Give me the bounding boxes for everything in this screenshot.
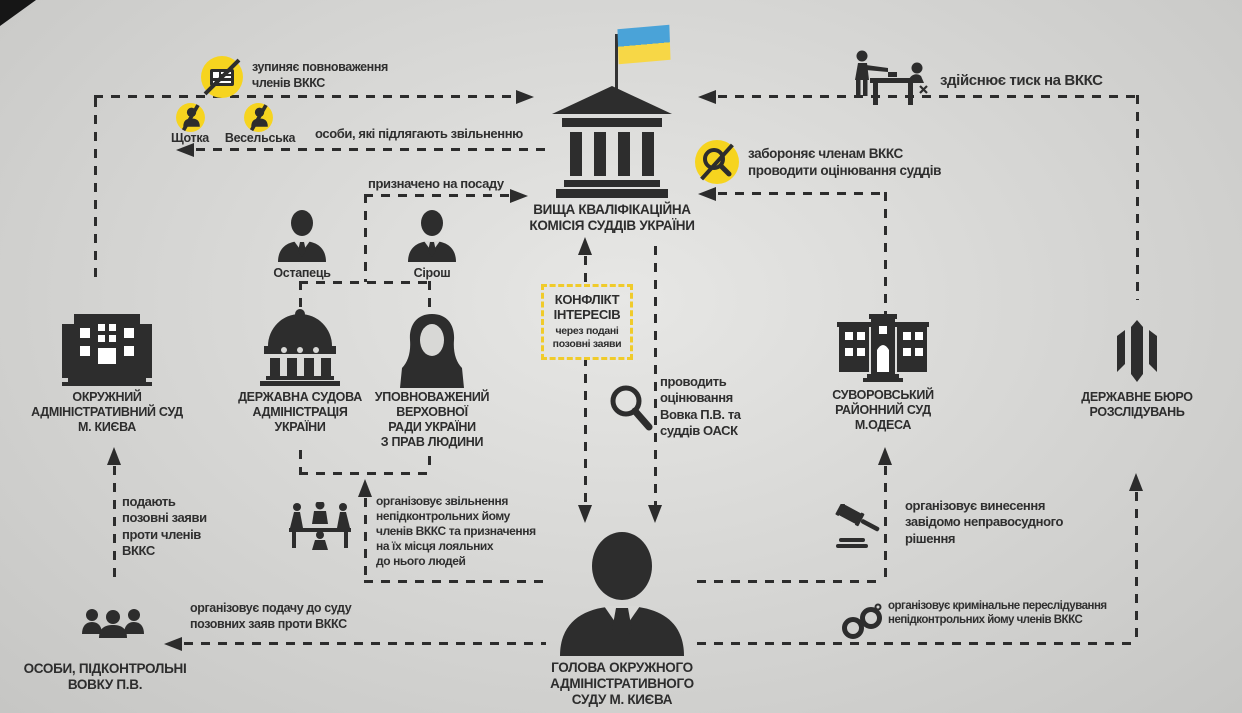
gavel-icon — [835, 504, 883, 550]
ostapets-label: Остапець — [273, 266, 331, 280]
meeting-table-icon — [287, 502, 353, 550]
organizes-ruling-note: організовує винесення завідомо неправосу… — [905, 498, 1064, 546]
sirosh-label: Сірош — [413, 266, 451, 280]
dashed-line — [584, 256, 587, 285]
veselska-label: Весельська — [224, 131, 296, 145]
file-claims-note: подають позовні заяви проти членів ВККС — [122, 494, 207, 558]
businessman-bust-icon — [274, 210, 330, 262]
dsa-label: ДЕРЖАВНА СУДОВА АДМІНІСТРАЦІЯ УКРАЇНИ — [238, 390, 362, 434]
suspends-powers-note: зупиняє повноваження членів ВККС — [252, 60, 388, 90]
interrogation-table-icon — [852, 50, 930, 108]
arrow-down-icon — [648, 505, 662, 523]
crossed-person-icon — [175, 102, 206, 133]
office-building-icon — [62, 314, 152, 386]
arrow-left-icon — [698, 90, 716, 104]
crossed-id-card-icon — [200, 55, 244, 99]
dbr-label: ДЕРЖАВНЕ БЮРО РОЗСЛІДУВАНЬ — [1081, 390, 1193, 419]
controlled-persons-label: ОСОБИ, ПІДКОНТРОЛЬНІ ВОВКУ П.В. — [23, 661, 187, 693]
dashed-line — [94, 98, 97, 278]
businessman-bust-icon — [404, 210, 460, 262]
arrow-up-icon — [107, 447, 121, 465]
dashed-line — [113, 466, 116, 585]
conflict-subtitle: через подані позовні заяви — [552, 325, 622, 350]
organizes-prosecution-note: організовує кримінальне переслідування н… — [888, 600, 1107, 627]
conflict-title: КОНФЛІКТ ІНТЕРЕСІВ — [553, 292, 621, 323]
dashed-line — [364, 194, 367, 282]
arrow-down-icon — [578, 505, 592, 523]
ombudsman-label: УПОВНОВАЖЕНИЙ ВЕРХОВНОЇ РАДИ УКРАЇНИ З П… — [374, 390, 490, 449]
forbids-note: забороняє членам ВККС проводити оцінюван… — [748, 146, 941, 178]
arrow-right-icon — [516, 90, 534, 104]
ukraine-flag-icon — [617, 24, 671, 65]
head-judge-label: ГОЛОВА ОКРУЖНОГО АДМІНІСТРАТИВНОГО СУДУ … — [550, 660, 694, 708]
dashed-line — [299, 472, 428, 475]
vkks-label: ВИЩА КВАЛІФІКАЦІЙНА КОМІСІЯ СУДДІВ УКРАЇ… — [529, 202, 695, 234]
dashed-line — [299, 281, 302, 307]
dashed-line — [299, 450, 302, 472]
woman-silhouette-icon — [398, 312, 466, 388]
dashed-line — [299, 281, 428, 284]
dashed-line — [364, 580, 546, 583]
crossed-magnifier-icon — [694, 139, 740, 185]
dashed-line — [718, 95, 1138, 98]
arrow-left-icon — [164, 637, 182, 651]
arrow-right-icon — [510, 189, 528, 203]
flagpole — [615, 34, 618, 92]
people-group-icon — [80, 606, 146, 648]
dashed-line — [884, 466, 887, 580]
persons-dismissal-note: особи, які підлягають звільненню — [315, 126, 523, 141]
dashed-line — [364, 194, 512, 197]
dashed-line — [364, 498, 367, 580]
dashed-line — [428, 456, 431, 472]
pressure-note: здійснює тиск на ВККС — [940, 72, 1103, 89]
dashed-line — [94, 95, 518, 98]
arrow-up-icon — [358, 479, 372, 497]
dashed-line — [718, 192, 884, 195]
suvorovsky-label: СУВОРОВСЬКИЙ РАЙОННИЙ СУД М.ОДЕСА — [832, 388, 934, 432]
dashed-line — [428, 281, 431, 307]
organizes-dismissal-note: організовує звільнення непідконтрольних … — [376, 494, 536, 568]
arrow-up-icon — [578, 237, 592, 255]
oask-label: ОКРУЖНИЙ АДМІНІСТРАТИВНИЙ СУД М. КИЄВА — [31, 390, 183, 434]
evaluates-note: проводить оцінювання Вовка П.В. та судді… — [660, 374, 741, 438]
appointed-note: призначено на посаду — [368, 176, 504, 191]
dashed-line — [884, 192, 887, 314]
magnifier-icon — [607, 382, 653, 432]
dashed-line — [184, 642, 546, 645]
businessman-silhouette-icon — [552, 532, 692, 656]
conflict-of-interest-box: КОНФЛІКТ ІНТЕРЕСІВ через подані позовні … — [541, 284, 633, 360]
arrow-up-icon — [878, 447, 892, 465]
dashed-line — [196, 148, 552, 151]
trident-emblem-icon — [1111, 320, 1163, 386]
arrow-left-icon — [176, 143, 194, 157]
arched-court-building-icon — [837, 314, 929, 382]
dashed-line — [654, 246, 657, 505]
dashed-line — [1136, 95, 1139, 300]
organizes-claims-note: організовує подачу до суду позовних заяв… — [190, 601, 352, 631]
classical-court-building-icon — [550, 86, 674, 198]
corner-decoration — [0, 0, 36, 26]
dashed-line — [1135, 492, 1138, 642]
crossed-person-icon — [243, 102, 274, 133]
domed-building-icon — [254, 308, 346, 386]
shchotka-label: Щотка — [171, 131, 209, 145]
arrow-left-icon — [698, 187, 716, 201]
dashed-line — [697, 642, 1137, 645]
dashed-line — [697, 580, 884, 583]
handcuffs-icon — [841, 603, 883, 641]
arrow-up-icon — [1129, 473, 1143, 491]
dashed-line — [584, 357, 587, 505]
